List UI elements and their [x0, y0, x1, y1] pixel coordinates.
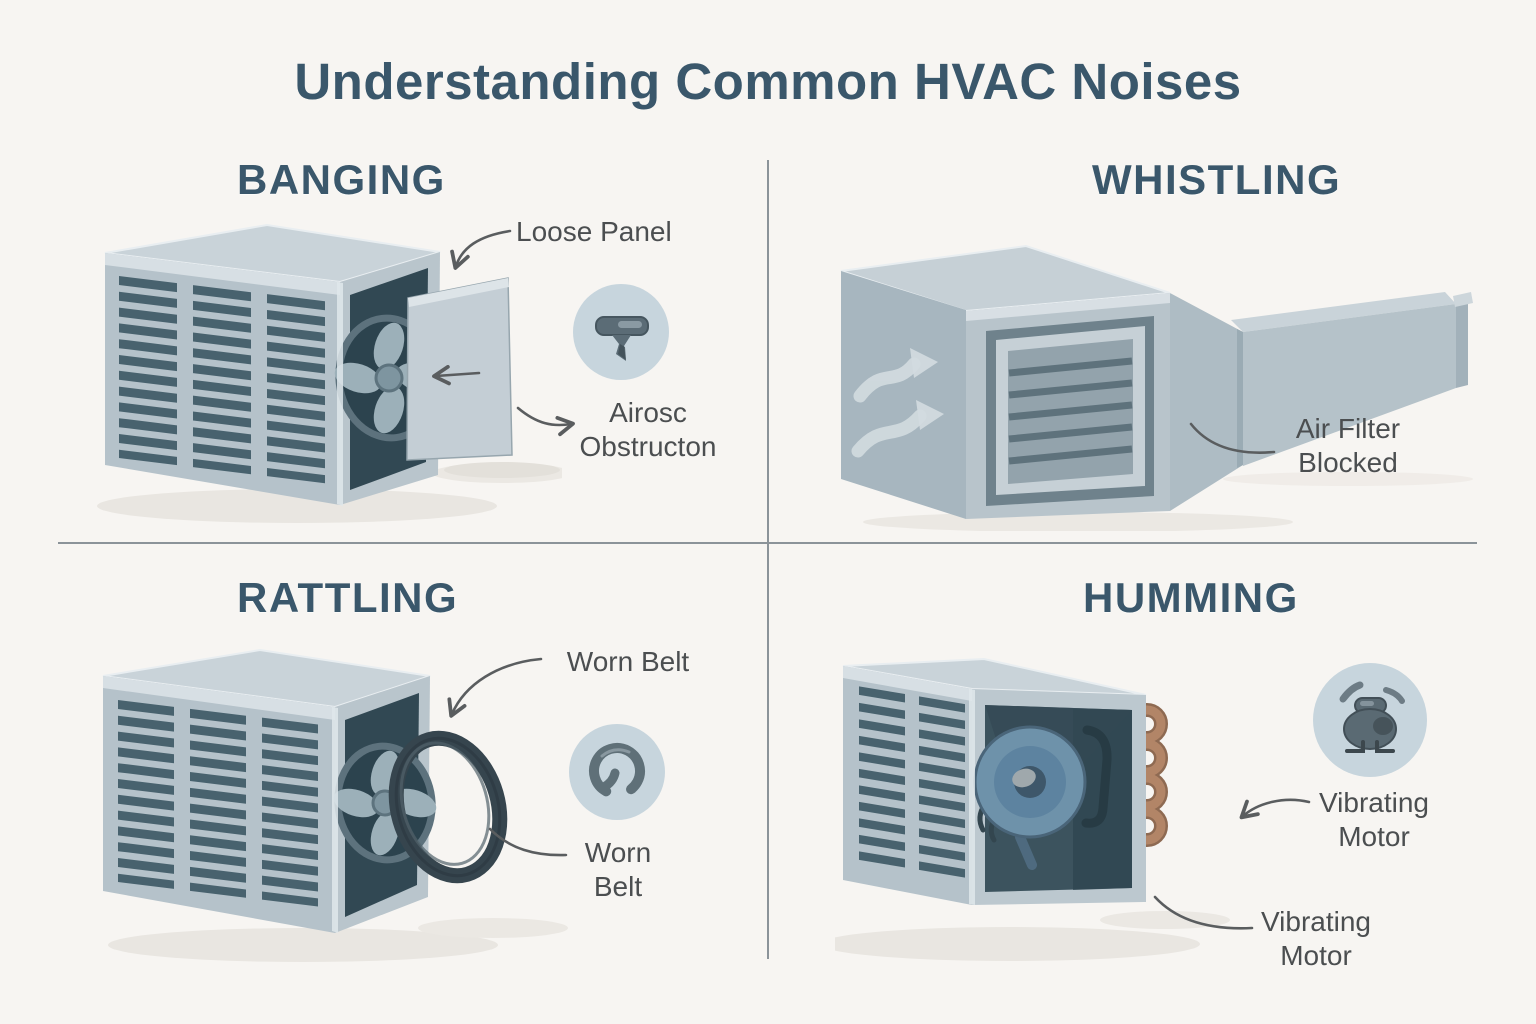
- label-line: Airosc: [609, 397, 687, 428]
- label-line: Vibrating: [1260, 906, 1372, 937]
- worn-belt-icon: [569, 724, 665, 820]
- label-line: Vibrating: [1318, 787, 1430, 818]
- label-line: Worn: [584, 837, 652, 868]
- rattling-unit-illustration: [102, 648, 568, 962]
- label-worn-belt-bottom: Worn Belt: [585, 836, 651, 904]
- label-vibrating-motor-right: Vibrating Motor: [1319, 786, 1429, 854]
- label-line: Belt: [593, 871, 643, 903]
- worn-belt-glyph: [589, 743, 645, 799]
- heading-humming: HUMMING: [1083, 574, 1299, 621]
- label-air-filter-blocked: Air Filter Blocked: [1296, 412, 1400, 480]
- label-vibrating-motor-bottom: Vibrating Motor: [1261, 905, 1371, 973]
- page-title: Understanding Common HVAC Noises: [294, 53, 1242, 110]
- label-loose-panel: Loose Panel: [516, 216, 672, 247]
- horizontal-divider: [58, 542, 1477, 544]
- heading-whistling: WHISTLING: [1092, 156, 1342, 203]
- vibrating-motor-icon: [1313, 663, 1427, 777]
- heading-banging: BANGING: [237, 156, 446, 203]
- airflow-obstruction-glyph: [595, 316, 649, 361]
- banging-unit-illustration: [97, 223, 562, 523]
- whistling-duct-illustration: [840, 244, 1473, 531]
- label-line: Obstructon: [579, 431, 717, 463]
- vertical-divider: [767, 160, 769, 959]
- vibrating-motor-glyph: [1339, 681, 1405, 753]
- humming-unit-illustration: [835, 657, 1230, 961]
- label-line: Motor: [1338, 821, 1410, 853]
- label-airflow-obstruction: Airosc Obstructon: [580, 396, 717, 464]
- heading-rattling: RATTLING: [237, 574, 459, 621]
- label-line: Air Filter: [1295, 413, 1401, 444]
- label-line: Motor: [1280, 940, 1352, 972]
- label-worn-belt-top: Worn Belt: [566, 646, 690, 677]
- label-line: Blocked: [1298, 447, 1398, 479]
- airflow-obstruction-icon: [573, 284, 669, 380]
